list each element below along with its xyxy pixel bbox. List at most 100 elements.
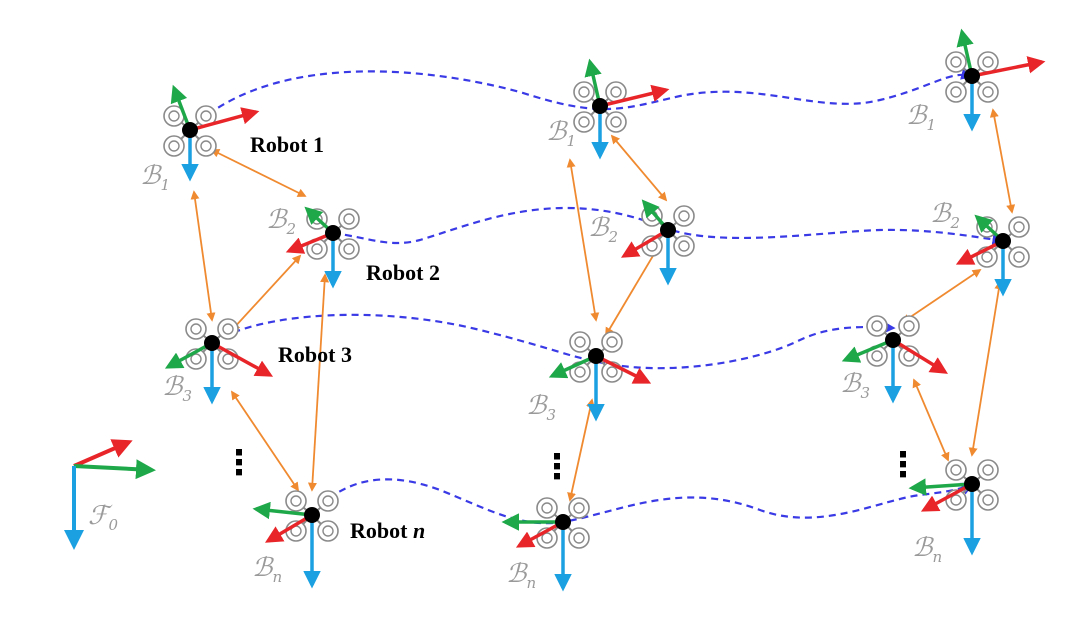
frame-label-b3-right: ℬ3	[840, 369, 870, 402]
drone-body	[995, 233, 1011, 249]
drone-body	[592, 98, 608, 114]
rotor-icon	[573, 81, 595, 103]
drone-right-2	[955, 214, 1030, 297]
body-frame-labels: ℬ1 ℬ2 ℬ3 ℬn ℬ1 ℬ2 ℬ3 ℬn ℬ1 ℬ2 ℬ3 ℬn	[140, 101, 960, 592]
frame-label-b3-left: ℬ3	[162, 372, 192, 405]
axis-red	[620, 228, 669, 258]
frame-label-b2-left: ℬ2	[266, 205, 296, 238]
rotor-icon	[338, 208, 360, 230]
frame-label-b1-left: ℬ1	[140, 161, 170, 194]
axis-green	[252, 501, 313, 520]
drone-body	[885, 332, 901, 348]
drone-body	[964, 68, 980, 84]
axis-green	[908, 478, 973, 496]
axis-red	[211, 341, 274, 377]
drone-mid-2	[620, 199, 695, 286]
drone-right-n	[908, 459, 999, 556]
link-1-2-right	[989, 108, 1016, 214]
rotor-icon	[977, 51, 999, 73]
rotor-icon	[185, 318, 207, 340]
axis-green	[841, 338, 894, 363]
link-2-3-mid	[605, 242, 661, 337]
robot-label-3: Robot 3	[278, 342, 352, 367]
axis-red	[599, 84, 670, 108]
rotor-icon	[673, 235, 695, 257]
frame-label-bn-right: ℬn	[912, 533, 942, 566]
drone-right-3	[841, 315, 948, 404]
axis-red	[920, 482, 973, 512]
rotor-icon	[673, 205, 695, 227]
axis-red	[515, 520, 564, 548]
drone-mid-1	[573, 58, 670, 160]
ellipsis-left: ⋮	[222, 443, 256, 483]
link-1-2-left	[210, 149, 307, 197]
rotor-icon	[945, 51, 967, 73]
rotor-icon	[317, 490, 339, 512]
link-1-3-mid	[566, 158, 600, 322]
robot-label-2: Robot 2	[366, 260, 440, 285]
drone-mid-n	[501, 497, 590, 592]
drone-right-1	[945, 28, 1046, 132]
rotor-icon	[195, 135, 217, 157]
drone-body	[588, 348, 604, 364]
rotor-icon	[945, 81, 967, 103]
ellipsis-mid: ⋮	[540, 447, 574, 487]
frame-label-b1-right: ℬ1	[906, 101, 936, 134]
world-axis-green	[73, 459, 156, 480]
robot-label-n: Robot n	[350, 518, 425, 543]
axis-green	[164, 341, 213, 369]
frame-label-b3-mid: ℬ3	[526, 391, 556, 424]
rotor-icon	[1008, 246, 1030, 268]
rotor-icon	[217, 318, 239, 340]
rotor-icon	[568, 497, 590, 519]
rotor-icon	[977, 489, 999, 511]
link-2-3-left	[230, 254, 302, 332]
frame-label-b2-right: ℬ2	[930, 199, 960, 232]
rotor-icon	[898, 315, 920, 337]
axis-red	[264, 513, 313, 543]
rotor-icon	[605, 111, 627, 133]
trajectory-robot-n	[311, 478, 975, 525]
drone-mid-3	[548, 331, 652, 422]
drone-body	[325, 225, 341, 241]
rotor-icon	[1008, 216, 1030, 238]
axis-green	[548, 354, 597, 379]
drone-body	[204, 335, 220, 351]
drone-left-1	[163, 84, 260, 182]
drone-left-3	[164, 318, 274, 405]
rotor-icon	[338, 238, 360, 260]
rotor-icon	[866, 315, 888, 337]
rotor-icon	[945, 459, 967, 481]
frame-label-bn-left: ℬn	[252, 553, 282, 586]
world-frame-label: ℱ0	[88, 501, 118, 534]
link-1-3-left	[190, 190, 216, 322]
axis-red	[189, 107, 260, 132]
drone-body	[555, 514, 571, 530]
axis-red	[892, 338, 948, 374]
trajectory-robot-1	[189, 66, 975, 131]
rotor-icon	[285, 490, 307, 512]
link-2-3-right	[901, 268, 982, 324]
rotor-icon	[573, 111, 595, 133]
rotor-icon	[977, 81, 999, 103]
drone-body	[182, 122, 198, 138]
axis-red	[595, 354, 652, 384]
ellipsis-right: ⋮	[886, 445, 920, 485]
axis-red	[955, 239, 1004, 265]
world-axis-red	[73, 439, 133, 468]
frame-label-b2-mid: ℬ2	[588, 213, 618, 246]
drone-body	[304, 507, 320, 523]
world-frame-axes	[64, 439, 156, 550]
rotor-icon	[317, 520, 339, 542]
drone-left-n	[252, 490, 339, 589]
robot-label-1: Robot 1	[250, 132, 324, 157]
link-2-n-left	[307, 273, 330, 492]
rotor-icon	[536, 497, 558, 519]
drones	[163, 28, 1046, 592]
link-3-n-right	[912, 378, 950, 462]
rotor-icon	[569, 331, 591, 353]
frame-label-b1-mid: ℬ1	[546, 117, 576, 150]
rotor-icon	[568, 527, 590, 549]
axis-red	[971, 56, 1046, 78]
